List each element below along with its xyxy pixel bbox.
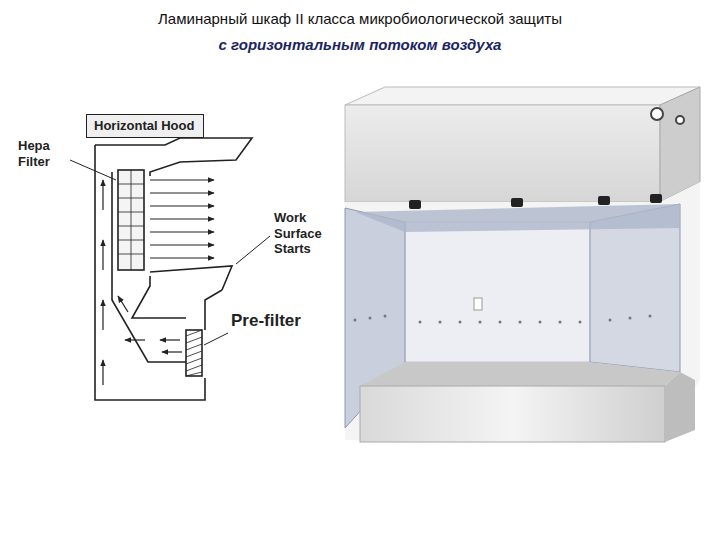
label-box: Horizontal Hood [86, 114, 204, 138]
title: Ламинарный шкаф II класса микробиологиче… [0, 10, 720, 27]
airflow-arrows [103, 180, 214, 385]
part-label: Work Surface Starts [274, 210, 334, 257]
node-text: Horizontal Hood [94, 118, 196, 133]
hood-schematic [95, 138, 252, 400]
subtitle: с горизонтальным потоком воздуха [0, 36, 720, 54]
part-label: Pre-filter [231, 311, 331, 331]
part-label: Hepa Filter [18, 138, 70, 169]
cabinet-photo [345, 87, 700, 442]
